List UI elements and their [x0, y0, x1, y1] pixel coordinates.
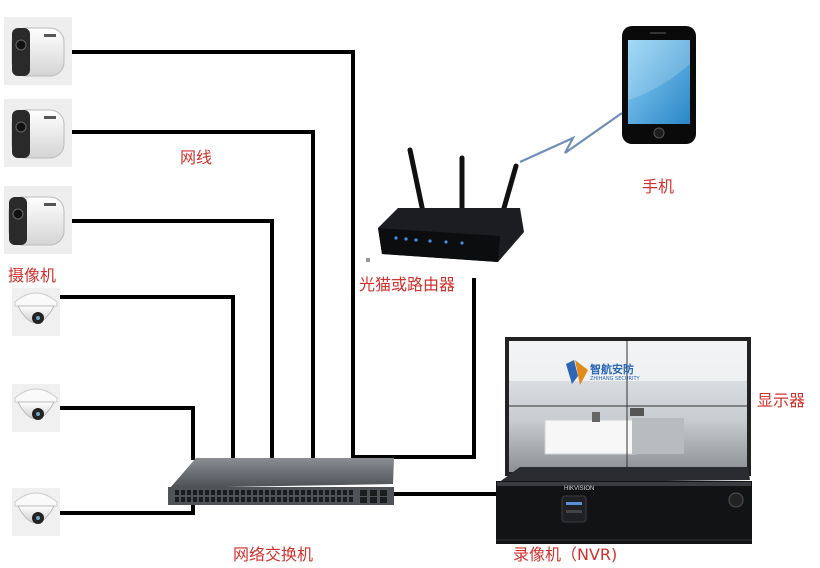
wireless-link — [519, 112, 623, 164]
cable-dome-1 — [60, 295, 235, 460]
nvr-brand-text: HIKVISION — [564, 486, 595, 492]
label-phone: 手机 — [642, 177, 675, 196]
router-device — [366, 147, 524, 262]
display-logo-subtext: ZHIHANG SECURITY — [590, 376, 640, 382]
mobile-phone — [622, 26, 696, 144]
cable-camera-1 — [72, 50, 355, 460]
bullet-camera-1 — [4, 17, 72, 85]
nvr-recorder — [496, 467, 752, 544]
label-router: 光猫或路由器 — [359, 275, 456, 294]
video-wall-display — [505, 337, 751, 476]
network-cables — [60, 50, 498, 515]
label-nvr: 录像机（NVR) — [513, 545, 618, 564]
cable-switch-router — [353, 278, 476, 459]
display-logo-text: 智航安防 — [590, 363, 634, 376]
dome-camera-3 — [12, 488, 60, 536]
bullet-camera-3 — [4, 186, 72, 254]
cable-camera-2 — [72, 130, 315, 460]
bullet-camera-2 — [4, 99, 72, 167]
dome-camera-1 — [12, 288, 60, 336]
label-display: 显示器 — [757, 391, 806, 410]
dome-camera-2 — [12, 384, 60, 432]
cable-dome-3 — [60, 505, 195, 515]
label-camera: 摄像机 — [8, 266, 57, 285]
network-switch — [168, 458, 394, 505]
label-switch: 网络交换机 — [233, 545, 314, 564]
cable-camera-3 — [72, 219, 274, 460]
cable-dome-2 — [60, 406, 195, 460]
label-network-cable: 网线 — [180, 148, 213, 167]
